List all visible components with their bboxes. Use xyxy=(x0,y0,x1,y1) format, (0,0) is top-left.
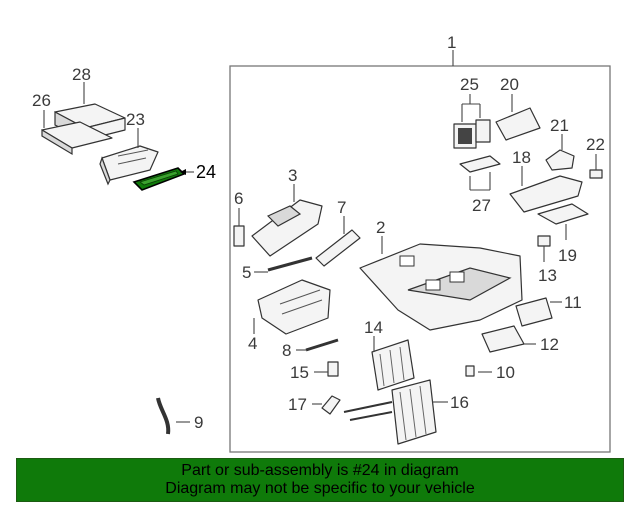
exploded-parts-diagram: 1 28 26 23 24 xyxy=(32,33,611,453)
part-23-filter-housing[interactable] xyxy=(99,145,159,186)
callout-14: 14 xyxy=(364,318,383,337)
part-7-link[interactable] xyxy=(315,229,361,267)
callout-15: 15 xyxy=(290,363,309,382)
part-2-hvac-case[interactable] xyxy=(359,243,523,331)
part-5-rod[interactable] xyxy=(267,256,313,272)
callout-20: 20 xyxy=(500,75,519,94)
part-18-duct[interactable] xyxy=(509,175,583,213)
callout-9: 9 xyxy=(194,413,203,432)
callout-13: 13 xyxy=(538,266,557,285)
callout-8: 8 xyxy=(282,341,291,360)
part-21-actuator[interactable] xyxy=(545,149,575,171)
part-10-clip[interactable] xyxy=(465,365,475,377)
callout-28: 28 xyxy=(72,65,91,84)
callout-3: 3 xyxy=(288,166,297,185)
banner-line-disclaimer: Diagram may not be specific to your vehi… xyxy=(165,480,475,497)
part-25-vent[interactable] xyxy=(453,119,491,149)
part-14-heater-core[interactable] xyxy=(371,339,415,391)
part-19-plate[interactable] xyxy=(537,203,589,225)
main-assembly-frame xyxy=(229,65,611,453)
part-27-seal[interactable] xyxy=(459,155,501,173)
callout-16: 16 xyxy=(450,393,469,412)
callout-18: 18 xyxy=(512,148,531,167)
callout-10: 10 xyxy=(496,363,515,382)
part-15-sensor[interactable] xyxy=(327,361,339,377)
callout-24: 24 xyxy=(196,162,216,182)
part-12-duct[interactable] xyxy=(481,325,525,353)
callout-7: 7 xyxy=(337,198,346,217)
part-8-rod[interactable] xyxy=(305,338,339,352)
callout-27: 27 xyxy=(472,196,491,215)
part-24-highlighted-seal[interactable] xyxy=(132,167,186,191)
callout-25: 25 xyxy=(460,75,479,94)
part-26-filter-element[interactable] xyxy=(41,121,113,156)
callout-12: 12 xyxy=(540,335,559,354)
callout-1: 1 xyxy=(447,33,456,52)
arrowhead-24 xyxy=(180,169,186,175)
callout-17: 17 xyxy=(288,395,307,414)
callout-6: 6 xyxy=(234,189,243,208)
part-4-lower-case[interactable] xyxy=(257,279,331,335)
callout-23: 23 xyxy=(126,110,145,129)
part-20-duct[interactable] xyxy=(495,107,541,141)
part-9-drain-hose[interactable] xyxy=(156,397,171,435)
notice-banner: Part or sub-assembly is #24 in diagram D… xyxy=(16,458,624,502)
callout-19: 19 xyxy=(558,246,577,265)
part-11-duct[interactable] xyxy=(515,297,553,327)
callout-26: 26 xyxy=(32,91,51,110)
callout-4: 4 xyxy=(248,334,257,353)
part-16-evaporator[interactable] xyxy=(343,379,437,445)
callout-21: 21 xyxy=(550,116,569,135)
part-6-bracket[interactable] xyxy=(233,225,245,247)
callout-11: 11 xyxy=(564,293,582,312)
callout-5: 5 xyxy=(242,263,251,282)
banner-line-part-info: Part or sub-assembly is #24 in diagram xyxy=(181,462,459,479)
callout-22: 22 xyxy=(586,135,605,154)
part-13-sensor[interactable] xyxy=(537,235,551,247)
part-22-clip[interactable] xyxy=(589,169,603,179)
part-17-valve[interactable] xyxy=(321,395,341,415)
callout-2: 2 xyxy=(376,218,385,237)
part-3-duct-bracket[interactable] xyxy=(251,199,323,257)
